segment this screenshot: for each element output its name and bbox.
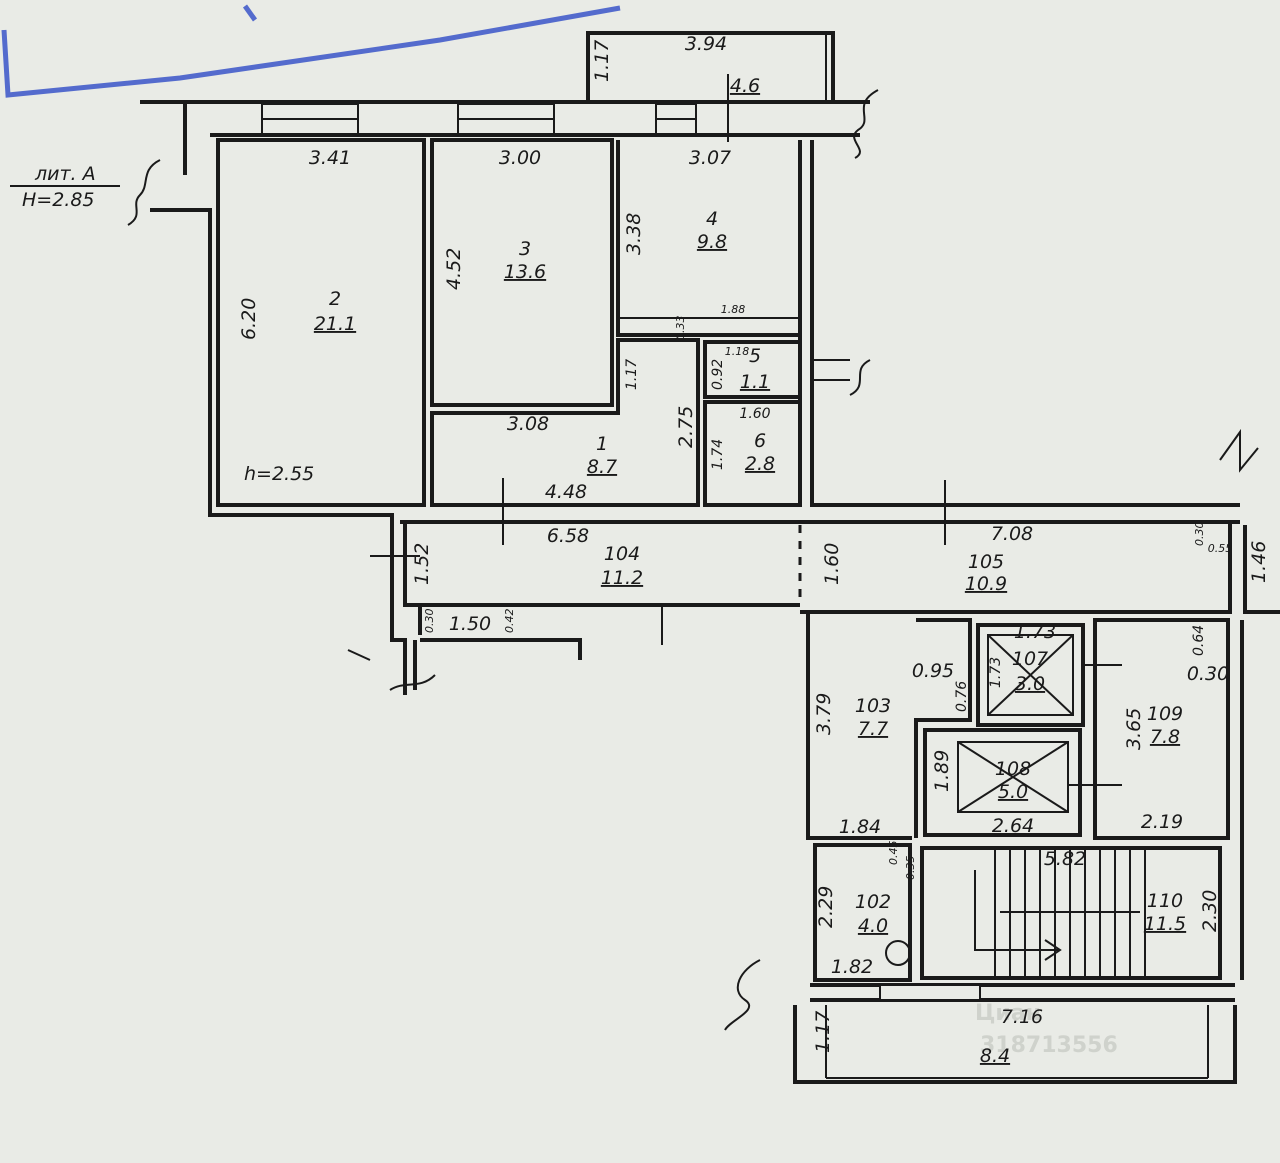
dim-label: 0.55: [1208, 542, 1233, 555]
watermark: Циан 318713556: [975, 1001, 1118, 1058]
dim-label: 1.50: [449, 613, 491, 635]
room-109-area: 7.8: [1150, 726, 1180, 748]
room-3-number: 3: [519, 238, 531, 260]
dim-label: 0.64: [1191, 625, 1207, 656]
room-1-number: 1: [596, 433, 608, 455]
dim-label: 1.82: [831, 956, 873, 978]
dim-label: 0.30: [1193, 522, 1206, 547]
dim-label: 7.16: [1001, 1006, 1043, 1028]
dim-label: 1.52: [411, 543, 433, 585]
room-1-area: 8.7: [587, 456, 617, 478]
dim-label: 2.75: [675, 406, 697, 448]
dim-label: 1.17: [624, 359, 640, 390]
room-105-number: 105: [968, 551, 1004, 573]
dim-label: 1.73: [1014, 621, 1056, 643]
room-2-number: 2: [329, 288, 341, 310]
dim-label: 1.17: [591, 40, 613, 82]
dim-label: 5.82: [1044, 848, 1086, 870]
room-105-area: 10.9: [965, 573, 1007, 595]
dim-label: 0.45: [887, 841, 900, 866]
dim-label: 1.46: [1248, 541, 1270, 583]
dimensions: 3.94 3.41 3.00 3.07 1.88 1.18 1.60 3.08 …: [238, 33, 1270, 1053]
room-110-number: 110: [1147, 890, 1183, 912]
balcony-top-area: 4.6: [730, 75, 760, 97]
watermark-brand: Циан: [975, 1001, 1041, 1026]
dim-label: 3.41: [309, 147, 351, 169]
room-103-area: 7.7: [858, 718, 888, 740]
balcony-top: [586, 31, 835, 142]
watermark-id: 318713556: [980, 1033, 1118, 1058]
dim-label: 0.30: [1187, 663, 1229, 685]
room-5-area: 1.1: [740, 371, 770, 393]
building-labels: лит. А H=2.85 h=2.55: [10, 163, 314, 485]
dim-label: 1.74: [710, 439, 726, 470]
room-4-number: 4: [706, 208, 718, 230]
balcony-bottom-area: 8.4: [980, 1045, 1010, 1067]
dim-label: 3.07: [689, 147, 731, 169]
dim-label: 1.89: [931, 750, 953, 792]
outer-walls: [127, 89, 1259, 1031]
dim-label: 4.48: [545, 481, 587, 503]
room-6-area: 2.8: [745, 453, 775, 475]
dim-label: 1.18: [725, 345, 750, 358]
room-107-area: 3.0: [1015, 673, 1045, 695]
room-102-number: 102: [855, 891, 891, 913]
dim-label: 0.35: [904, 856, 917, 881]
dim-label: 0.30: [423, 609, 436, 634]
dim-label: 3.65: [1123, 708, 1145, 750]
stairwell-walls: [806, 612, 1244, 1002]
stamp: [1, 4, 621, 98]
room-104-area: 11.2: [601, 567, 643, 589]
dim-label: 1.84: [839, 816, 881, 838]
dim-label: 1.60: [821, 543, 843, 585]
dim-label: 3.79: [813, 693, 835, 735]
dim-label: 0.92: [710, 359, 726, 390]
dim-label: 3.38: [623, 213, 645, 255]
balcony-bottom: [793, 1005, 1237, 1084]
apartment-walls: [216, 138, 1240, 545]
room-4-area: 9.8: [697, 231, 727, 253]
stair-treads: [974, 848, 1146, 978]
room-102-area: 4.0: [858, 915, 888, 937]
dim-label: 7.08: [991, 523, 1033, 545]
dim-label: 2.19: [1141, 811, 1183, 833]
dim-label: 0.42: [503, 609, 516, 634]
dim-label: 2.64: [992, 815, 1034, 837]
room-2-area: 21.1: [314, 313, 356, 335]
room-107-number: 107: [1012, 648, 1048, 670]
room-108-number: 108: [995, 758, 1031, 780]
room-3-area: 13.6: [504, 261, 546, 283]
dim-label: 1.88: [721, 303, 746, 316]
dim-label: 0.95: [912, 660, 954, 682]
room-110-area: 11.5: [1144, 913, 1186, 935]
dim-label: 3.00: [499, 147, 541, 169]
room-labels: 2 21.1 3 13.6 4 9.8 5 1.1 6 2.8 1 8.7 10…: [314, 75, 1186, 1067]
room-109-number: 109: [1147, 703, 1183, 725]
dim-label: 2.30: [1199, 890, 1221, 932]
dim-label: 3.08: [507, 413, 549, 435]
dim-label: 6.20: [238, 298, 260, 340]
dim-label: 2.29: [815, 886, 837, 928]
dim-label: 1.73: [988, 657, 1004, 688]
dim-label: 3.94: [685, 33, 727, 55]
room-104-number: 104: [604, 543, 640, 565]
dim-label: 6.58: [547, 525, 589, 547]
height-label: H=2.85: [22, 189, 95, 211]
liter-label: лит. А: [34, 163, 96, 185]
room-108-area: 5.0: [998, 781, 1028, 803]
dim-label: 1.17: [812, 1011, 834, 1053]
dim-label: 0.33: [674, 316, 687, 341]
room-103-number: 103: [855, 695, 891, 717]
corridor-walls: [370, 480, 1280, 690]
dim-label: 4.52: [443, 248, 465, 290]
room-height-label: h=2.55: [244, 463, 314, 485]
dim-label: 0.76: [954, 681, 970, 712]
dim-label: 1.60: [739, 406, 770, 422]
room-5-number: 5: [749, 345, 761, 367]
room-6-number: 6: [754, 430, 766, 452]
